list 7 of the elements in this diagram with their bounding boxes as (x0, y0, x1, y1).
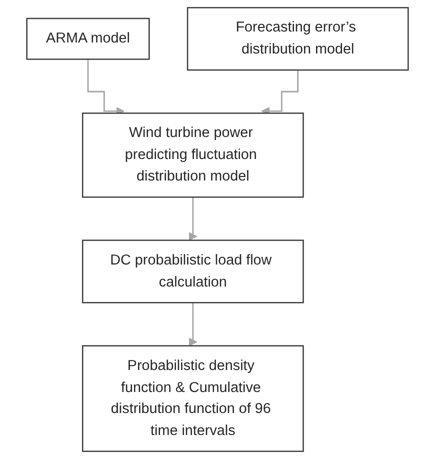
node-box: Forecasting error’s distribution model (186, 7, 409, 71)
node-box: Probabilistic density function & Cumulative distribution function of 96 time intervals (82, 345, 304, 452)
arrow (188, 196, 198, 241)
node-box: DC probabilistic load flow calculation (82, 240, 304, 304)
node-box: ARMA model (26, 18, 150, 60)
arrow (188, 302, 198, 346)
node-box: Wind turbine power predicting fluctuation distribution model (82, 112, 304, 198)
